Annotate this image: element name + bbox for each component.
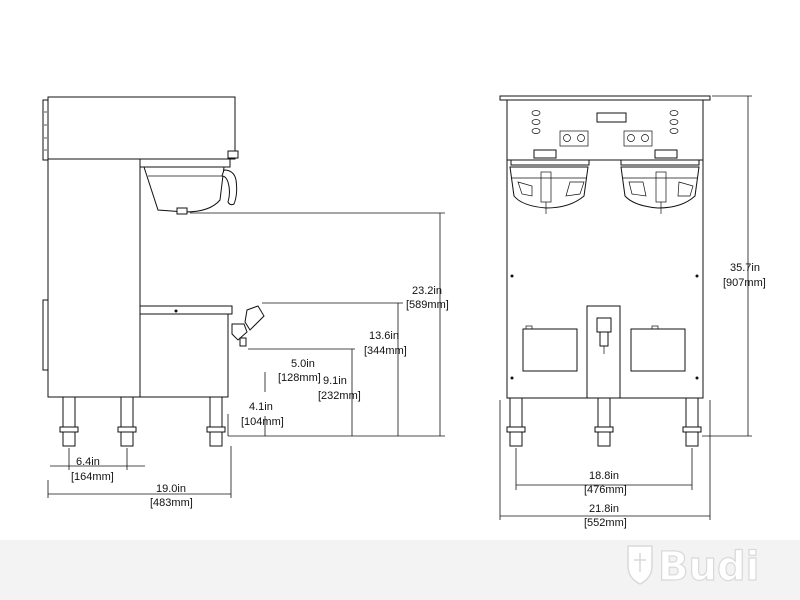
front-display	[596, 112, 627, 123]
dim-side-leg-spacing-mm: [164mm]	[71, 471, 114, 483]
front-funnel-clip-left	[533, 149, 557, 159]
side-funnel-handle	[221, 169, 238, 206]
side-faucet-body	[231, 323, 248, 341]
watermark: Budi	[627, 543, 760, 591]
front-view: 35.7in [907mm] 18.8in [476mm] 21.8in [55…	[499, 95, 766, 529]
side-brew-funnel	[143, 166, 225, 213]
dim-front-width-mm: [552mm]	[584, 517, 627, 529]
dim-side-leg-height-mm: [104mm]	[241, 416, 284, 428]
side-back-vent	[42, 99, 49, 161]
front-brew-funnel-right	[620, 166, 700, 209]
front-side-knobs	[531, 110, 679, 134]
side-view: 23.2in [589mm] 13.6in [344mm] 9.1in [232…	[42, 96, 449, 509]
watermark-text: Budi	[658, 544, 759, 590]
front-dimension-lines	[499, 95, 752, 520]
dim-front-height-in: 35.7in	[730, 262, 760, 274]
side-server-lid	[139, 305, 233, 315]
front-control-buttons	[559, 130, 653, 147]
side-legs	[59, 396, 226, 447]
dim-side-faucet-clearance-mm: [128mm]	[278, 372, 321, 384]
side-body	[47, 158, 141, 398]
side-funnel-rim	[139, 158, 231, 168]
dim-side-dispense-height-mm: [232mm]	[318, 390, 361, 402]
side-back-lower-vent	[42, 299, 49, 371]
side-server	[139, 313, 229, 398]
front-panel-left	[522, 328, 578, 372]
dim-side-depth-mm: [483mm]	[150, 497, 193, 509]
dim-front-leg-spacing-mm: [476mm]	[584, 484, 627, 496]
side-dimension-lines	[47, 212, 445, 498]
dim-front-leg-spacing-in: 18.8in	[589, 470, 619, 482]
dim-side-total-height-in: 23.2in	[412, 285, 442, 297]
front-legs	[506, 397, 702, 447]
dim-side-total-height-mm: [589mm]	[406, 299, 449, 311]
front-dimension-labels: 35.7in [907mm] 18.8in [476mm] 21.8in [55…	[584, 262, 766, 529]
side-faucet-handle	[244, 305, 265, 331]
dim-side-leg-height-in: 4.1in	[249, 401, 273, 413]
dim-side-faucet-height-in: 13.6in	[369, 330, 399, 342]
front-funnel-clip-right	[654, 149, 678, 159]
dim-side-depth-in: 19.0in	[156, 483, 186, 495]
front-panel-right	[630, 328, 686, 372]
side-top-housing	[47, 96, 236, 160]
footer-band	[0, 540, 800, 600]
dim-side-faucet-height-mm: [344mm]	[364, 345, 407, 357]
side-dimension-labels: 23.2in [589mm] 13.6in [344mm] 9.1in [232…	[71, 285, 449, 509]
dim-side-leg-spacing-in: 6.4in	[76, 456, 100, 468]
dim-front-height-mm: [907mm]	[723, 277, 766, 289]
dim-front-width-in: 21.8in	[589, 503, 619, 515]
dim-side-faucet-clearance-in: 5.0in	[291, 358, 315, 370]
dim-side-dispense-height-in: 9.1in	[323, 375, 347, 387]
